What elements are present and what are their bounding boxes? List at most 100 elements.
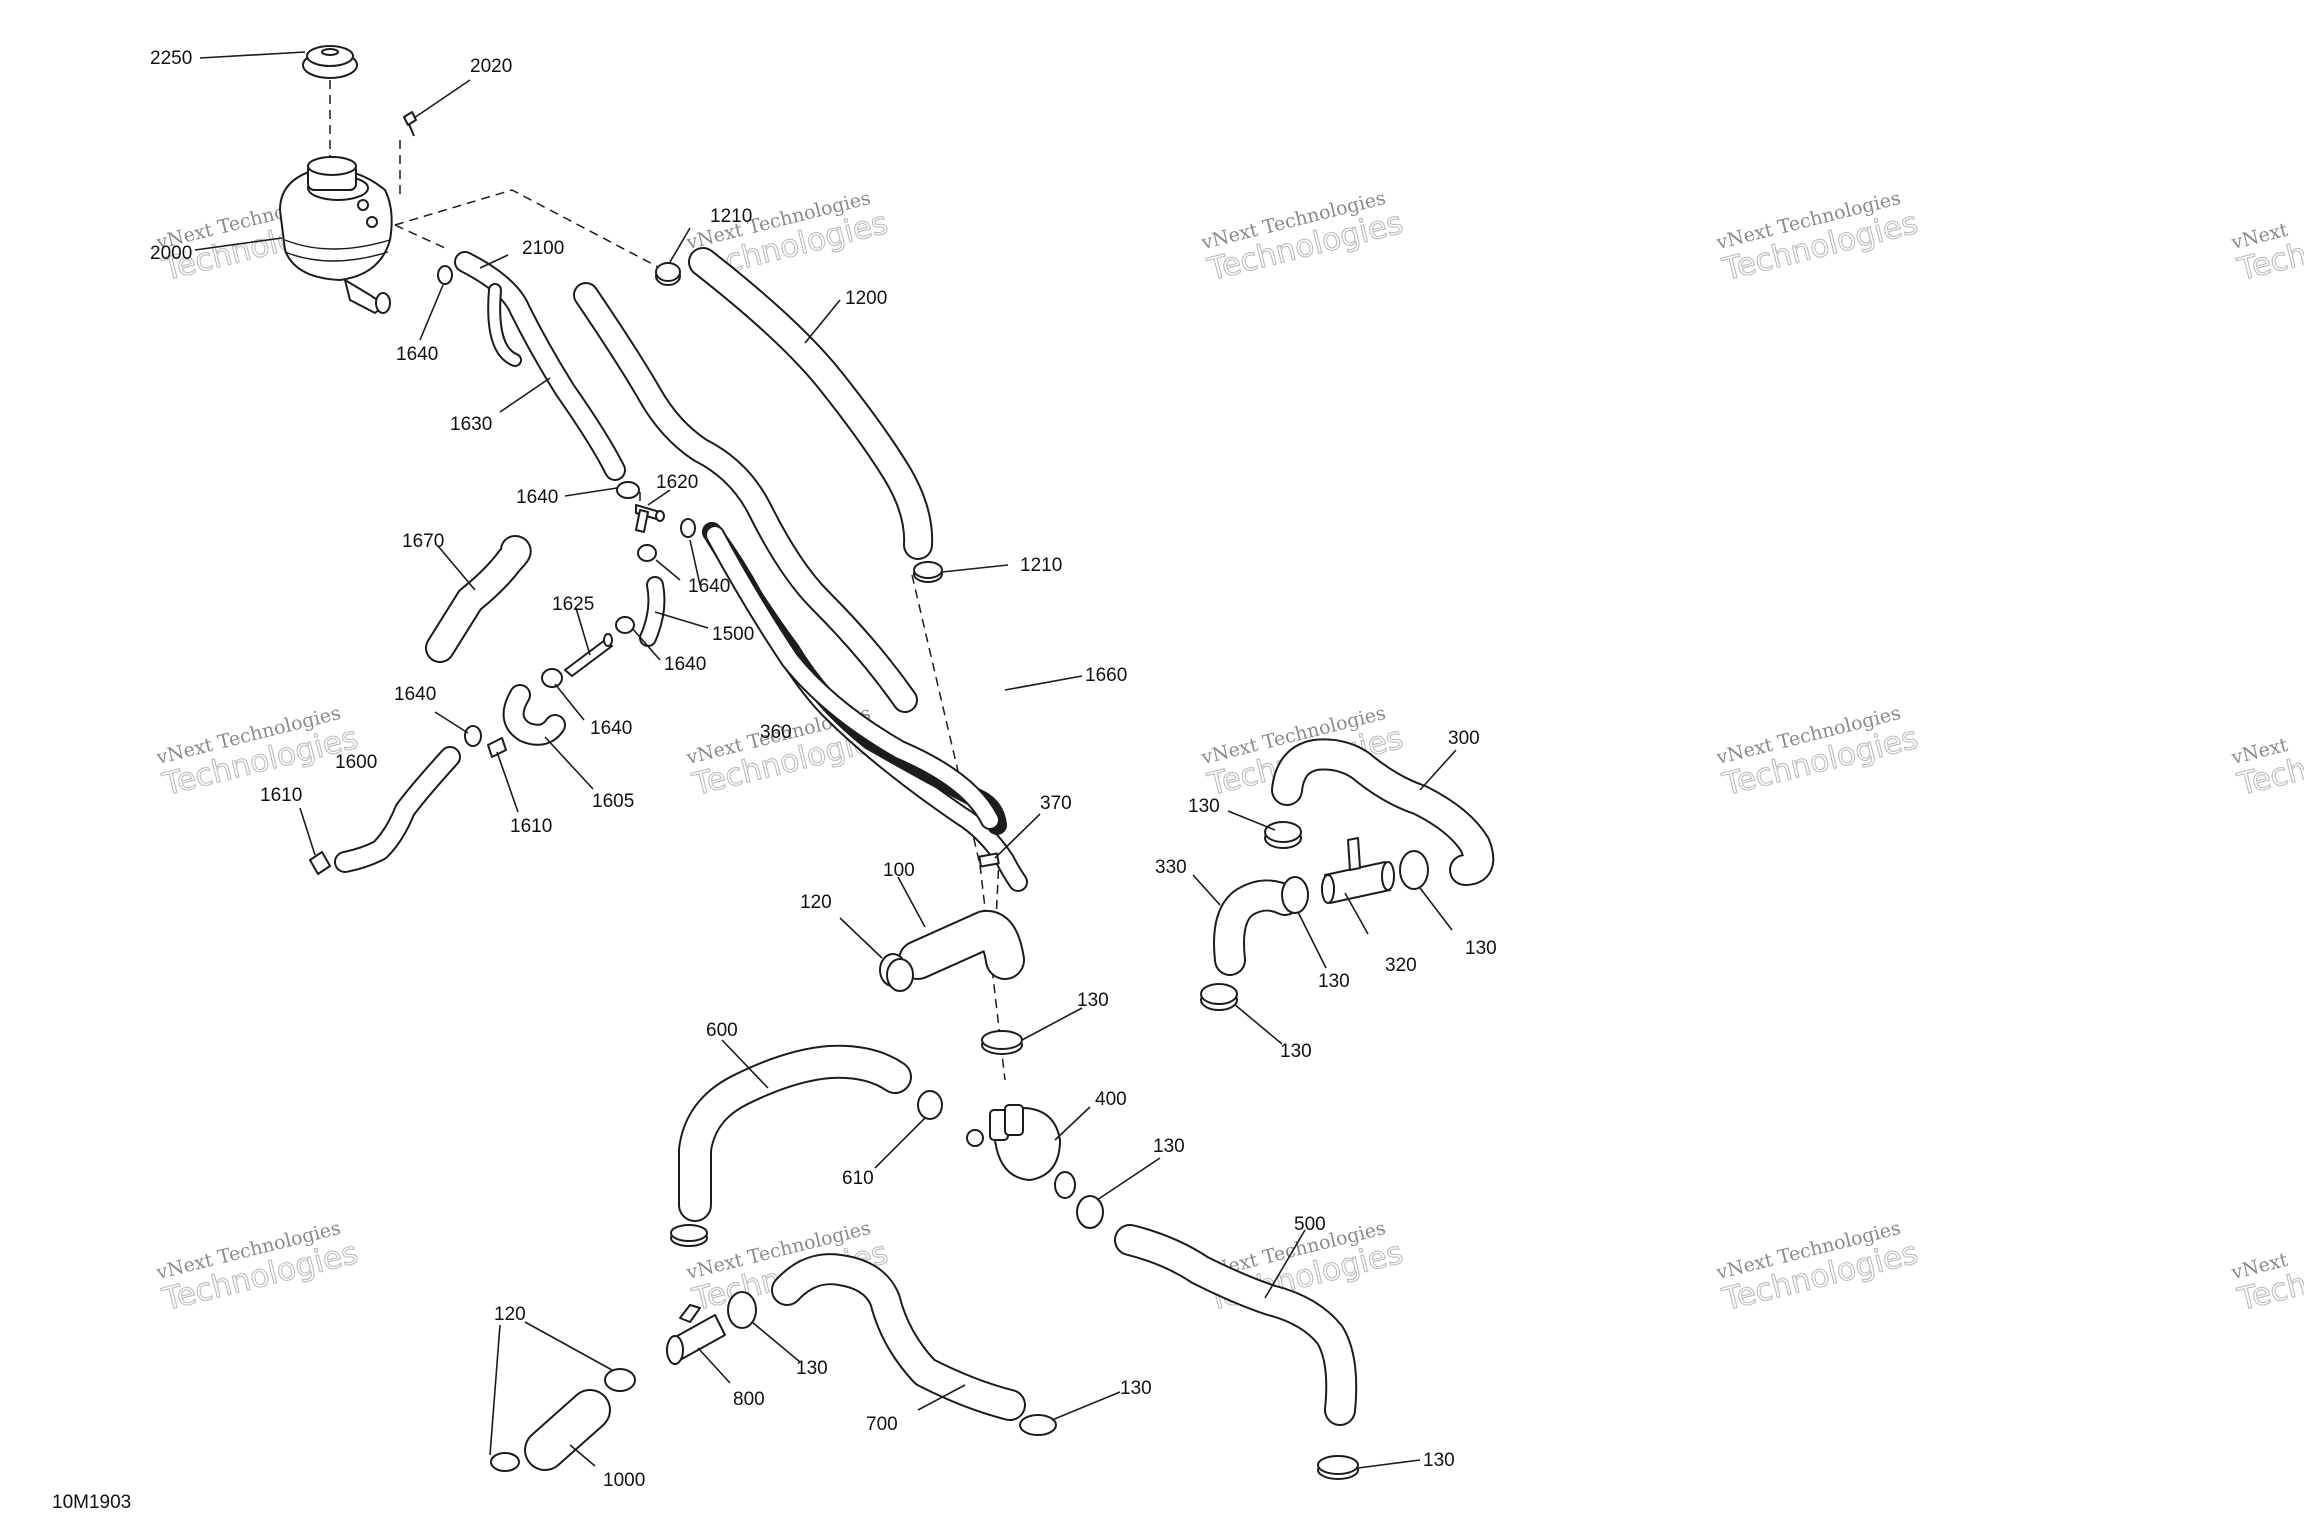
callout-120: 120 <box>494 1304 526 1325</box>
callout-1610: 1610 <box>510 816 552 837</box>
callout-1640: 1640 <box>516 487 558 508</box>
watermark: vNext Technologies Technologies <box>1713 1217 1922 1319</box>
callout-320: 320 <box>1385 955 1417 976</box>
clamp-130 <box>1399 850 1429 890</box>
callout-1670: 1670 <box>402 531 444 552</box>
callout-1640: 1640 <box>396 344 438 365</box>
clamp-1640 <box>680 518 696 538</box>
watermark: vNext Technologies <box>2228 1234 2304 1318</box>
clamp-130 <box>981 1030 1023 1055</box>
callout-130: 130 <box>1188 796 1220 817</box>
callout-700: 700 <box>866 1414 898 1435</box>
screw-2020 <box>403 111 417 137</box>
callout-130: 130 <box>1465 938 1497 959</box>
callout-610: 610 <box>842 1168 874 1189</box>
callout-300: 300 <box>1448 728 1480 749</box>
alignment-dashed-lines <box>329 80 1006 1081</box>
clamp-130 <box>1200 983 1238 1011</box>
watermark-layer: vNext Technologies Technologies vNext Te… <box>153 187 2304 1319</box>
clamp-1610 <box>309 851 331 875</box>
hose-1000 <box>524 1389 611 1471</box>
callout-labels: 2250 2020 2000 2100 1210 1200 1640 1630 … <box>150 48 1497 1491</box>
callout-130: 130 <box>1318 971 1350 992</box>
clamp-120 <box>879 953 914 992</box>
watermark: vNext Technologies Technologies <box>1198 187 1407 289</box>
hose-360 <box>705 525 1000 830</box>
callout-1500: 1500 <box>712 624 754 645</box>
callout-1605: 1605 <box>592 791 634 812</box>
clamp-1640 <box>637 544 657 562</box>
hose-100 <box>898 909 1025 980</box>
watermark: vNext Technologies Technologies <box>153 1217 362 1319</box>
watermark: vNext Technologies Technologies <box>153 702 362 804</box>
callout-130: 130 <box>1153 1136 1185 1157</box>
clamp-120 <box>604 1368 636 1392</box>
callout-1210: 1210 <box>710 206 752 227</box>
clamp-130 <box>1076 1195 1104 1229</box>
callout-500: 500 <box>1294 1214 1326 1235</box>
clamp-130 <box>727 1291 757 1329</box>
callout-800: 800 <box>733 1389 765 1410</box>
callout-1210: 1210 <box>1020 555 1062 576</box>
watermark: vNext Technologies <box>2228 719 2304 803</box>
hose-2100 <box>573 282 918 713</box>
callout-360: 360 <box>760 722 792 743</box>
callout-1640: 1640 <box>688 576 730 597</box>
watermark: vNext Technologies Technologies <box>1713 187 1922 289</box>
callout-130: 130 <box>1120 1378 1152 1399</box>
hose-700 <box>771 1253 1026 1421</box>
clamp-1640 <box>615 616 635 634</box>
leader-lines <box>194 51 1457 1469</box>
hose-1630-loop <box>487 283 522 367</box>
solid-parts <box>279 45 1429 1480</box>
callout-1640: 1640 <box>394 684 436 705</box>
clamp-1640 <box>464 725 482 747</box>
hose-1630 <box>454 251 626 481</box>
callout-2020: 2020 <box>470 56 512 77</box>
watermark: vNext Technologies <box>2228 204 2304 288</box>
callout-370: 370 <box>1040 793 1072 814</box>
callout-1600: 1600 <box>335 752 377 773</box>
hose-500 <box>1114 1224 1358 1426</box>
clamp-120 <box>490 1452 520 1472</box>
hose-1500 <box>639 576 666 647</box>
callout-400: 400 <box>1095 1089 1127 1110</box>
clamp-1640 <box>437 265 453 285</box>
tee-fitting-1620 <box>635 504 665 533</box>
callout-1620: 1620 <box>656 472 698 493</box>
hose-1605 <box>502 684 566 746</box>
hose-600 <box>678 1044 912 1222</box>
callout-1000: 1000 <box>603 1470 645 1491</box>
hose-1600 <box>334 746 461 873</box>
callout-1610: 1610 <box>260 785 302 806</box>
hose-300 <box>1271 738 1495 886</box>
callout-1625: 1625 <box>552 594 594 615</box>
callout-130: 130 <box>1423 1450 1455 1471</box>
callout-600: 600 <box>706 1020 738 1041</box>
clamp-1210 <box>913 561 943 583</box>
callout-120: 120 <box>800 892 832 913</box>
clamp-1640 <box>616 481 640 499</box>
callout-130: 130 <box>1280 1041 1312 1062</box>
tee-fitting-320 <box>1321 837 1395 904</box>
clamp-130 <box>670 1224 708 1247</box>
fitting-1625 <box>564 633 613 677</box>
clamp-130 <box>1264 821 1302 849</box>
tee-fitting-800 <box>666 1304 726 1365</box>
callout-1630: 1630 <box>450 414 492 435</box>
callout-1640: 1640 <box>590 718 632 739</box>
hoses <box>334 247 1495 1471</box>
clamp-610 <box>917 1090 943 1120</box>
plug-370 <box>978 852 1000 868</box>
callout-1640: 1640 <box>664 654 706 675</box>
callout-1660: 1660 <box>1085 665 1127 686</box>
hose-1200 <box>688 247 934 560</box>
clamp-1640 <box>541 668 563 688</box>
clamp-130 <box>1019 1414 1057 1436</box>
thermostat-housing-400 <box>966 1104 1076 1199</box>
callout-2000: 2000 <box>150 243 192 264</box>
clamp-1610 <box>487 737 507 758</box>
clamp-130 <box>1317 1455 1359 1480</box>
callout-2250: 2250 <box>150 48 192 69</box>
callout-130: 130 <box>1077 990 1109 1011</box>
